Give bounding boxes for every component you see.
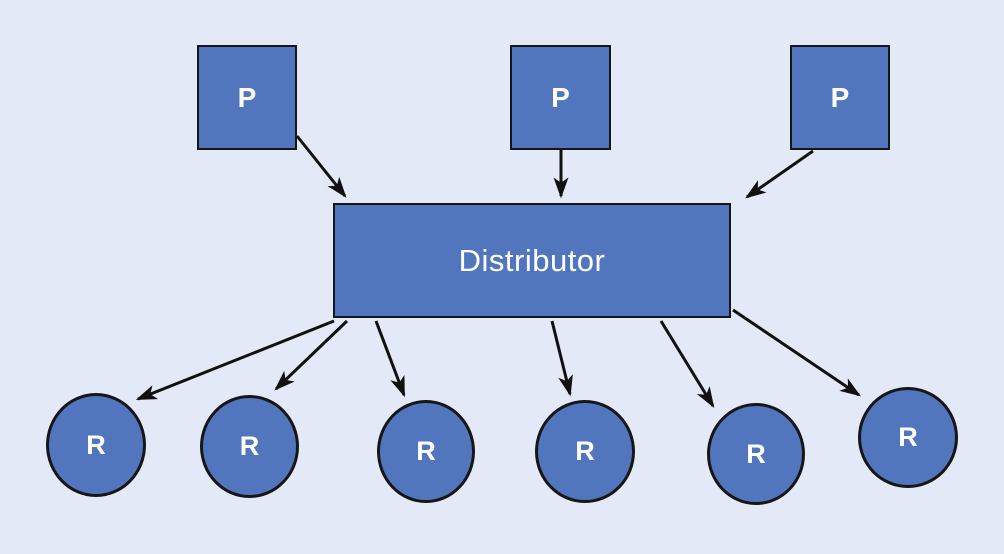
producer-node-3: P	[790, 45, 890, 150]
arrow-distributor-to-receiver4	[550, 320, 573, 397]
arrow-producer3-to-distributor	[745, 149, 814, 199]
producer-label-1: P	[237, 81, 257, 113]
arrow-distributor-to-receiver2	[274, 319, 349, 391]
receiver-node-3: R	[377, 400, 475, 503]
receiver-node-5: R	[707, 403, 805, 505]
receiver-node-6: R	[858, 387, 958, 488]
arrow-distributor-to-receiver3	[374, 320, 406, 398]
receiver-label-4: R	[575, 436, 595, 466]
receiver-node-4: R	[535, 400, 635, 503]
distributor-label: Distributor	[458, 242, 606, 278]
producer-node-2: P	[510, 45, 611, 150]
producer-node-1: P	[197, 45, 297, 150]
receiver-label-2: R	[239, 431, 260, 461]
receiver-node-1: R	[46, 393, 146, 497]
receiver-label-5: R	[746, 438, 766, 469]
receiver-node-2: R	[200, 395, 299, 498]
receiver-label-3: R	[416, 436, 436, 466]
arrow-distributor-to-receiver5	[659, 320, 715, 409]
arrow-producer1-to-distributor	[295, 135, 347, 198]
arrow-distributor-to-receiver1	[135, 319, 335, 401]
distributor-node: Distributor	[333, 203, 731, 318]
producer-label-3: P	[830, 81, 850, 113]
arrow-distributor-to-receiver6	[732, 308, 861, 397]
receiver-label-6: R	[898, 422, 918, 452]
receiver-label-1: R	[86, 429, 106, 460]
producer-label-2: P	[551, 81, 570, 113]
